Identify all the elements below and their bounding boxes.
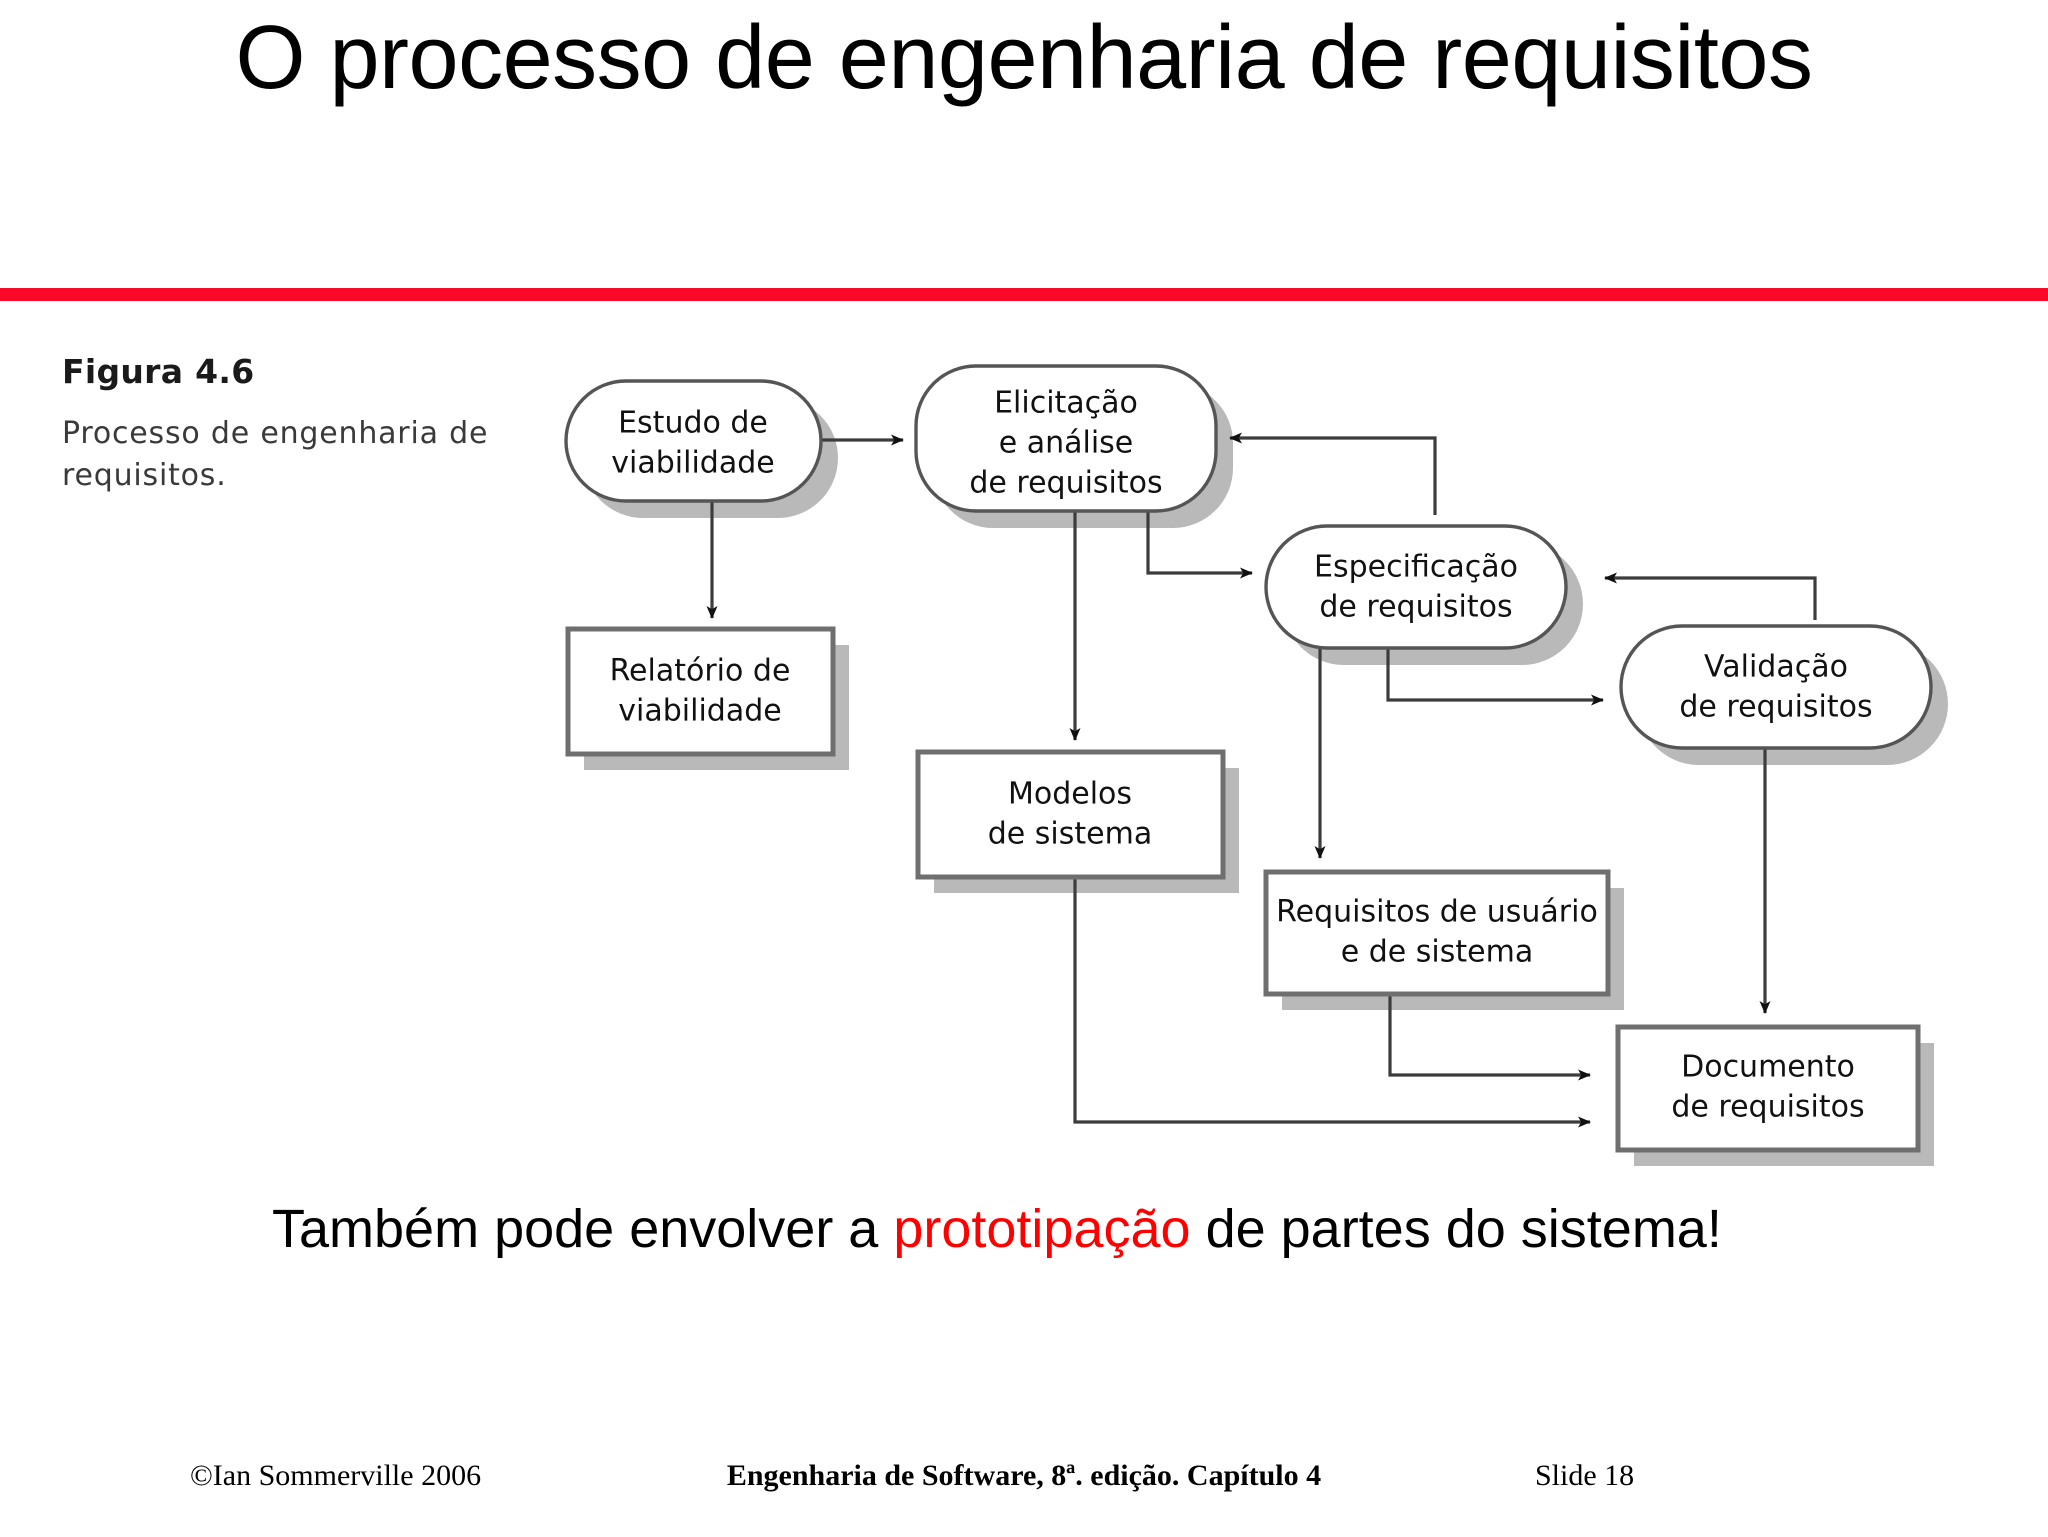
page-title: O processo de engenharia de requisitos xyxy=(235,8,1813,108)
footer-copyright: ©Ian Sommerville 2006 xyxy=(190,1459,482,1492)
node-requisitos-de-usuario[interactable]: Requisitos de usuário e de sistema xyxy=(1263,869,1611,997)
edge-requisitos-documento xyxy=(1388,988,1591,1081)
node-label: viabilidade xyxy=(618,694,781,729)
node-label: Requisitos de usuário xyxy=(1276,895,1598,930)
node-documento-de-requisitos[interactable]: Documento de requisitos xyxy=(1615,1024,1921,1153)
body-note-accent: prototipação xyxy=(893,1199,1191,1259)
edge-especificacao-validacao xyxy=(1386,645,1604,706)
node-label: de requisitos xyxy=(1671,1090,1864,1125)
node-label: viabilidade xyxy=(611,446,774,481)
node-estudo-de-viabilidade[interactable]: Estudo de viabilidade xyxy=(564,379,823,503)
node-label: Relatório de xyxy=(610,654,791,689)
node-label: Documento xyxy=(1681,1050,1855,1085)
slide-footer: ©Ian Sommerville 2006 Engenharia de Soft… xyxy=(0,1448,2048,1504)
node-label: de sistema xyxy=(988,817,1152,852)
body-note: Também pode envolver a prototipação de p… xyxy=(272,1195,1832,1263)
node-modelos-de-sistema[interactable]: Modelos de sistema xyxy=(915,749,1226,880)
node-label: Especificação xyxy=(1314,550,1518,585)
process-diagram: Estudo de viabilidade Elicitação e análi… xyxy=(564,364,1948,1166)
edge-especificacao-elicitacao xyxy=(1229,432,1437,515)
node-especificacao-de-requisitos[interactable]: Especificação de requisitos xyxy=(1264,524,1568,650)
node-elicitacao-e-analise[interactable]: Elicitação e análise de requisitos xyxy=(914,364,1218,513)
edge-elicitacao-especificacao xyxy=(1146,510,1253,579)
node-label: Elicitação xyxy=(994,386,1138,421)
edge-modelos-documento xyxy=(1073,873,1591,1128)
footer-slide-number: Slide 18 xyxy=(1535,1459,1635,1492)
node-label: de requisitos xyxy=(1319,590,1512,625)
node-label: e de sistema xyxy=(1341,935,1533,970)
edge-validacao-especificacao xyxy=(1604,572,1817,620)
footer-book-reference: Engenharia de Software, 8ª. edição. Capí… xyxy=(726,1459,1322,1492)
node-relatorio-de-viabilidade[interactable]: Relatório de viabilidade xyxy=(565,626,836,757)
figure-caption-text: Processo de engenharia de requisitos. xyxy=(62,416,489,493)
node-label: Estudo de xyxy=(618,406,768,441)
node-label: de requisitos xyxy=(1679,690,1872,725)
node-label: Validação xyxy=(1704,650,1848,685)
title-divider xyxy=(0,288,2048,301)
body-note-after: de partes do sistema! xyxy=(1190,1199,1722,1259)
node-label: de requisitos xyxy=(969,466,1162,501)
body-note-before: Também pode envolver a xyxy=(272,1199,894,1259)
node-validacao-de-requisitos[interactable]: Validação de requisitos xyxy=(1619,624,1933,750)
node-label: Modelos xyxy=(1008,777,1132,812)
diagram-connectors xyxy=(706,432,1817,1128)
node-label: e análise xyxy=(999,426,1134,461)
figure-number: Figura 4.6 xyxy=(62,352,255,391)
figure-caption-block: Figura 4.6 Processo de engenharia de req… xyxy=(62,352,492,497)
